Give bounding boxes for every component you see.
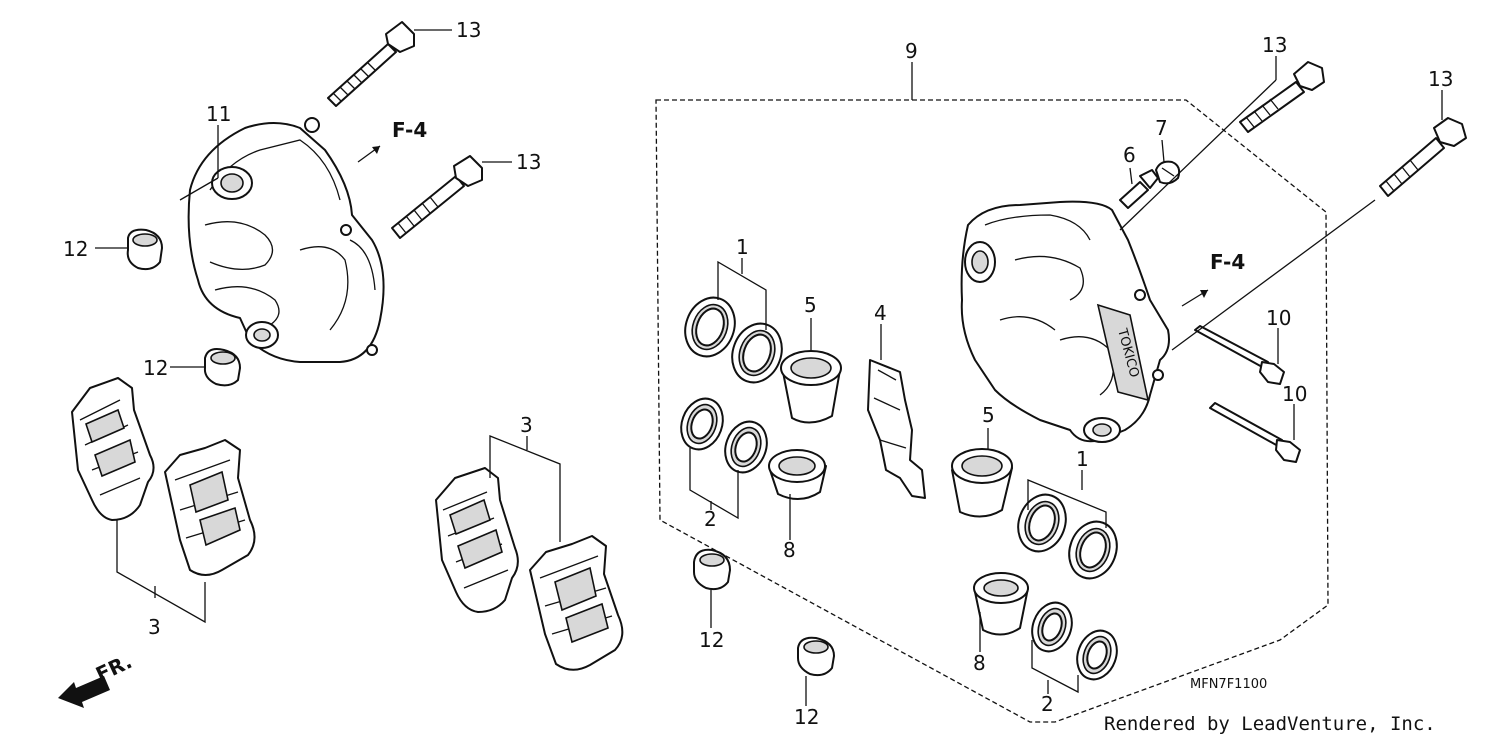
piston-upper-5 — [780, 350, 842, 424]
bolt-right-b — [1379, 117, 1467, 197]
callout-11: 11 — [206, 102, 231, 126]
bleeder-screw — [1119, 169, 1159, 209]
bolt-mid-left — [391, 155, 483, 239]
callout-2-a: 2 — [704, 507, 717, 531]
credit-text: Rendered by LeadVenture, Inc. — [1104, 713, 1436, 735]
ref-arrow-left — [357, 145, 381, 163]
ref-label-right: F-4 — [1210, 250, 1245, 274]
callout-4: 4 — [874, 301, 887, 325]
pad-pin-lower — [1209, 402, 1301, 463]
callout-12-d: 12 — [794, 705, 819, 729]
callout-1-b: 1 — [1076, 447, 1089, 471]
callout-5-b: 5 — [982, 403, 995, 427]
grommet-left-lower — [203, 348, 241, 387]
callout-8-a: 8 — [783, 538, 796, 562]
dust-seal-lower-b — [1076, 629, 1118, 681]
dust-seal-lower-a — [1031, 601, 1073, 653]
callouts: 13 13 11 12 12 3 3 9 13 13 1 2 5 8 4 6 7… — [63, 18, 1453, 735]
left-caliper-body — [187, 117, 385, 363]
brake-pad-middle-back — [529, 535, 624, 671]
callout-9: 9 — [905, 39, 918, 63]
callout-12-b: 12 — [143, 356, 168, 380]
brake-pad-left-back — [164, 439, 256, 576]
callout-1-a: 1 — [736, 235, 749, 259]
callout-3-b: 3 — [520, 413, 533, 437]
callout-12-c: 12 — [699, 628, 724, 652]
fr-label: FR. — [92, 649, 136, 686]
callout-13-b: 13 — [516, 150, 541, 174]
dust-seal-left-a — [680, 397, 724, 451]
ref-arrow-right — [1181, 289, 1209, 307]
bleeder-cap — [1155, 160, 1181, 185]
brake-pad-middle-front — [435, 467, 519, 613]
grommet-left-upper — [126, 228, 163, 271]
grommet-middle-upper — [693, 548, 731, 591]
pad-pin-upper — [1194, 325, 1285, 385]
callout-2-b: 2 — [1041, 692, 1054, 716]
piston-seal-upper-left — [684, 296, 736, 358]
right-caliper-body: TOKICO — [960, 200, 1170, 443]
callout-3-a: 3 — [148, 615, 161, 639]
callout-6: 6 — [1123, 143, 1136, 167]
front-direction-arrow — [58, 676, 110, 708]
callout-10-a: 10 — [1266, 306, 1291, 330]
callout-12-a: 12 — [63, 237, 88, 261]
callout-7: 7 — [1155, 116, 1168, 140]
callout-13-c: 13 — [1262, 33, 1287, 57]
piston-lower-5 — [951, 448, 1013, 518]
piston-lower-8 — [973, 572, 1029, 636]
callout-13-a: 13 — [456, 18, 481, 42]
assembly-outline — [655, 99, 1329, 723]
leader-lines — [95, 29, 1443, 706]
piston-seal-upper-right — [731, 322, 783, 384]
callout-10-b: 10 — [1282, 382, 1307, 406]
brake-pad-left-front — [71, 377, 155, 521]
bolt-top-left — [327, 21, 415, 107]
pad-spring — [867, 359, 926, 499]
grommet-middle-lower — [797, 636, 835, 677]
drawing-code: MFN7F1100 — [1190, 677, 1267, 692]
ref-label-left: F-4 — [392, 118, 427, 142]
dust-seal-left-b — [724, 420, 768, 474]
piston-seal-lower-a — [1017, 493, 1067, 553]
callout-8-b: 8 — [973, 651, 986, 675]
bolt-right-a — [1239, 61, 1325, 133]
callout-5-a: 5 — [804, 293, 817, 317]
piston-seal-lower-b — [1068, 520, 1118, 580]
piston-upper-8 — [768, 449, 827, 500]
callout-13-d: 13 — [1428, 67, 1453, 91]
